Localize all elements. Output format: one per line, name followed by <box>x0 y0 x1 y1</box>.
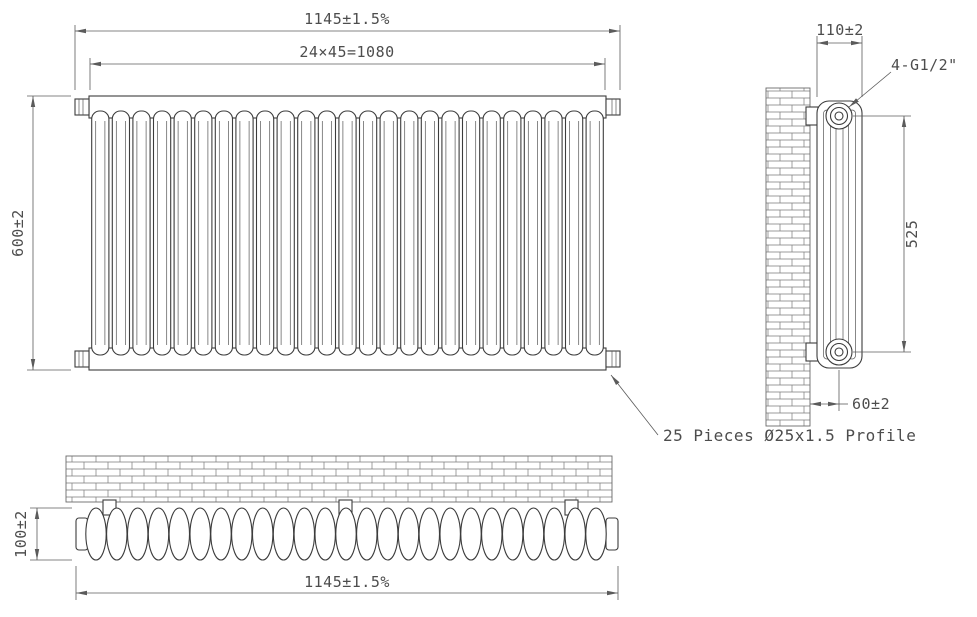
dim-side-depth: 110±2 <box>816 21 864 97</box>
column-tube <box>564 110 584 356</box>
column-oval <box>397 507 420 561</box>
dim-top-overall-width: 1145±1.5% <box>75 566 619 600</box>
column-tube <box>132 110 151 356</box>
column-tube <box>255 110 275 356</box>
column-oval <box>418 507 441 561</box>
column-tube <box>585 110 604 356</box>
dim-text-front-column-pitch: 24×45=1080 <box>299 43 394 61</box>
column-tube <box>194 110 213 356</box>
column-oval <box>585 507 607 561</box>
column-oval <box>251 507 274 561</box>
column-tube <box>482 110 501 356</box>
column-tube <box>276 110 295 356</box>
column-oval <box>126 507 149 561</box>
front-plug-top-right <box>605 98 621 116</box>
column-tube <box>358 110 378 356</box>
dim-front-height: 600±2 <box>9 95 71 371</box>
dim-text-front-overall-width: 1145±1.5% <box>304 10 390 28</box>
column-oval <box>501 507 524 561</box>
column-oval <box>481 507 503 561</box>
callout-connections: 4-G1/2" <box>848 56 958 108</box>
dim-top-depth: 100±2 <box>12 507 72 561</box>
column-tube <box>152 110 172 356</box>
dim-text-front-height: 600±2 <box>9 209 27 257</box>
column-oval <box>189 507 211 561</box>
top-wall-brick <box>65 455 613 503</box>
column-tube <box>317 110 337 356</box>
side-radiator-body <box>816 100 863 369</box>
column-tube <box>441 110 460 356</box>
column-tube <box>379 110 398 356</box>
side-bottom-connection <box>825 338 853 366</box>
side-wall-brick <box>765 87 811 427</box>
dim-text-side-depth: 110±2 <box>816 21 864 39</box>
side-top-bracket <box>805 106 819 126</box>
callout-text-connections: 4-G1/2" <box>891 56 958 74</box>
column-tube <box>338 110 357 356</box>
column-tube <box>461 110 481 356</box>
column-oval <box>293 507 316 561</box>
column-tube <box>523 110 543 356</box>
column-oval <box>210 507 232 561</box>
column-oval <box>335 507 357 561</box>
column-oval <box>168 507 191 561</box>
column-tube <box>503 110 522 356</box>
front-columns <box>91 110 604 356</box>
column-tube <box>420 110 440 356</box>
dim-text-top-overall-width: 1145±1.5% <box>304 573 390 591</box>
dim-text-top-depth: 100±2 <box>12 510 30 558</box>
column-oval <box>85 507 107 561</box>
column-oval <box>356 507 378 561</box>
column-tube <box>111 110 131 356</box>
top-columns <box>85 507 607 561</box>
side-column-slot <box>848 109 856 360</box>
column-oval <box>376 507 399 561</box>
profile-note-text: 25 Pieces Ø25x1.5 Profile <box>663 426 916 445</box>
dim-text-side-wall-distance: 60±2 <box>852 395 890 413</box>
column-oval <box>543 507 566 561</box>
column-oval <box>439 507 461 561</box>
front-plug-bottom-right <box>605 350 621 368</box>
top-view <box>65 455 619 561</box>
column-tube <box>297 110 316 356</box>
column-tube <box>91 110 110 356</box>
column-oval <box>231 507 253 561</box>
column-oval <box>460 507 482 561</box>
dim-text-side-connection-spacing: 525 <box>903 220 921 249</box>
column-tube <box>173 110 192 356</box>
column-oval <box>147 507 170 561</box>
side-bottom-bracket <box>805 342 819 362</box>
column-tube <box>400 110 419 356</box>
dim-front-overall-width: 1145±1.5% <box>74 10 621 90</box>
column-oval <box>106 507 128 561</box>
front-plug-bottom-left <box>74 350 90 368</box>
front-view <box>74 95 621 371</box>
column-tube <box>235 110 254 356</box>
front-plug-top-left <box>74 98 90 116</box>
side-view <box>765 87 863 427</box>
dim-front-column-pitch: 24×45=1080 <box>89 43 606 90</box>
side-top-connection <box>825 102 853 130</box>
column-oval <box>564 507 586 561</box>
column-oval <box>314 507 336 561</box>
profile-note: 25 Pieces Ø25x1.5 Profile <box>610 374 916 445</box>
dim-side-wall-distance: 60±2 <box>810 370 890 413</box>
column-tube <box>214 110 234 356</box>
column-oval <box>272 507 295 561</box>
dim-side-connection-spacing: 525 <box>853 115 921 353</box>
column-tube <box>544 110 563 356</box>
column-oval <box>522 507 545 561</box>
top-end-cap-right <box>605 517 619 551</box>
